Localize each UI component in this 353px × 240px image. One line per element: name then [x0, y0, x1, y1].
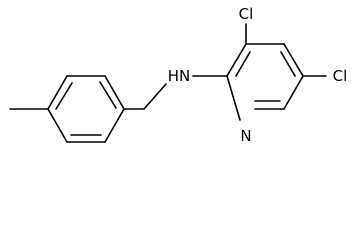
bond-benzene-3-4-inner: [55, 82, 73, 110]
atom-label-ring-nitrogen: N: [240, 127, 251, 145]
atom-label-nh: HN: [168, 67, 191, 85]
chemical-structure-diagram: Cl Cl HN N: [9, 5, 348, 145]
bond-benzene-1-2: [104, 75, 125, 110]
bond-nh-ch2: [143, 83, 167, 110]
bond-benzene-1-2-inner: [99, 81, 117, 109]
bond-benzene-6-1: [104, 108, 125, 143]
bond-c5-c6: [283, 75, 304, 110]
bond-c2-c3: [226, 43, 247, 77]
bond-benzene-4-5: [47, 108, 68, 143]
atom-label-chlorine-right: Cl: [333, 67, 348, 85]
bond-n1-c2: [226, 75, 241, 121]
bond-c4-c5-inner: [280, 51, 296, 77]
bond-benzene-3-4: [47, 75, 68, 110]
bond-c4-c5: [283, 43, 304, 77]
atom-label-chlorine-top: Cl: [239, 5, 254, 23]
bond-c2-c3-inner: [235, 51, 251, 77]
